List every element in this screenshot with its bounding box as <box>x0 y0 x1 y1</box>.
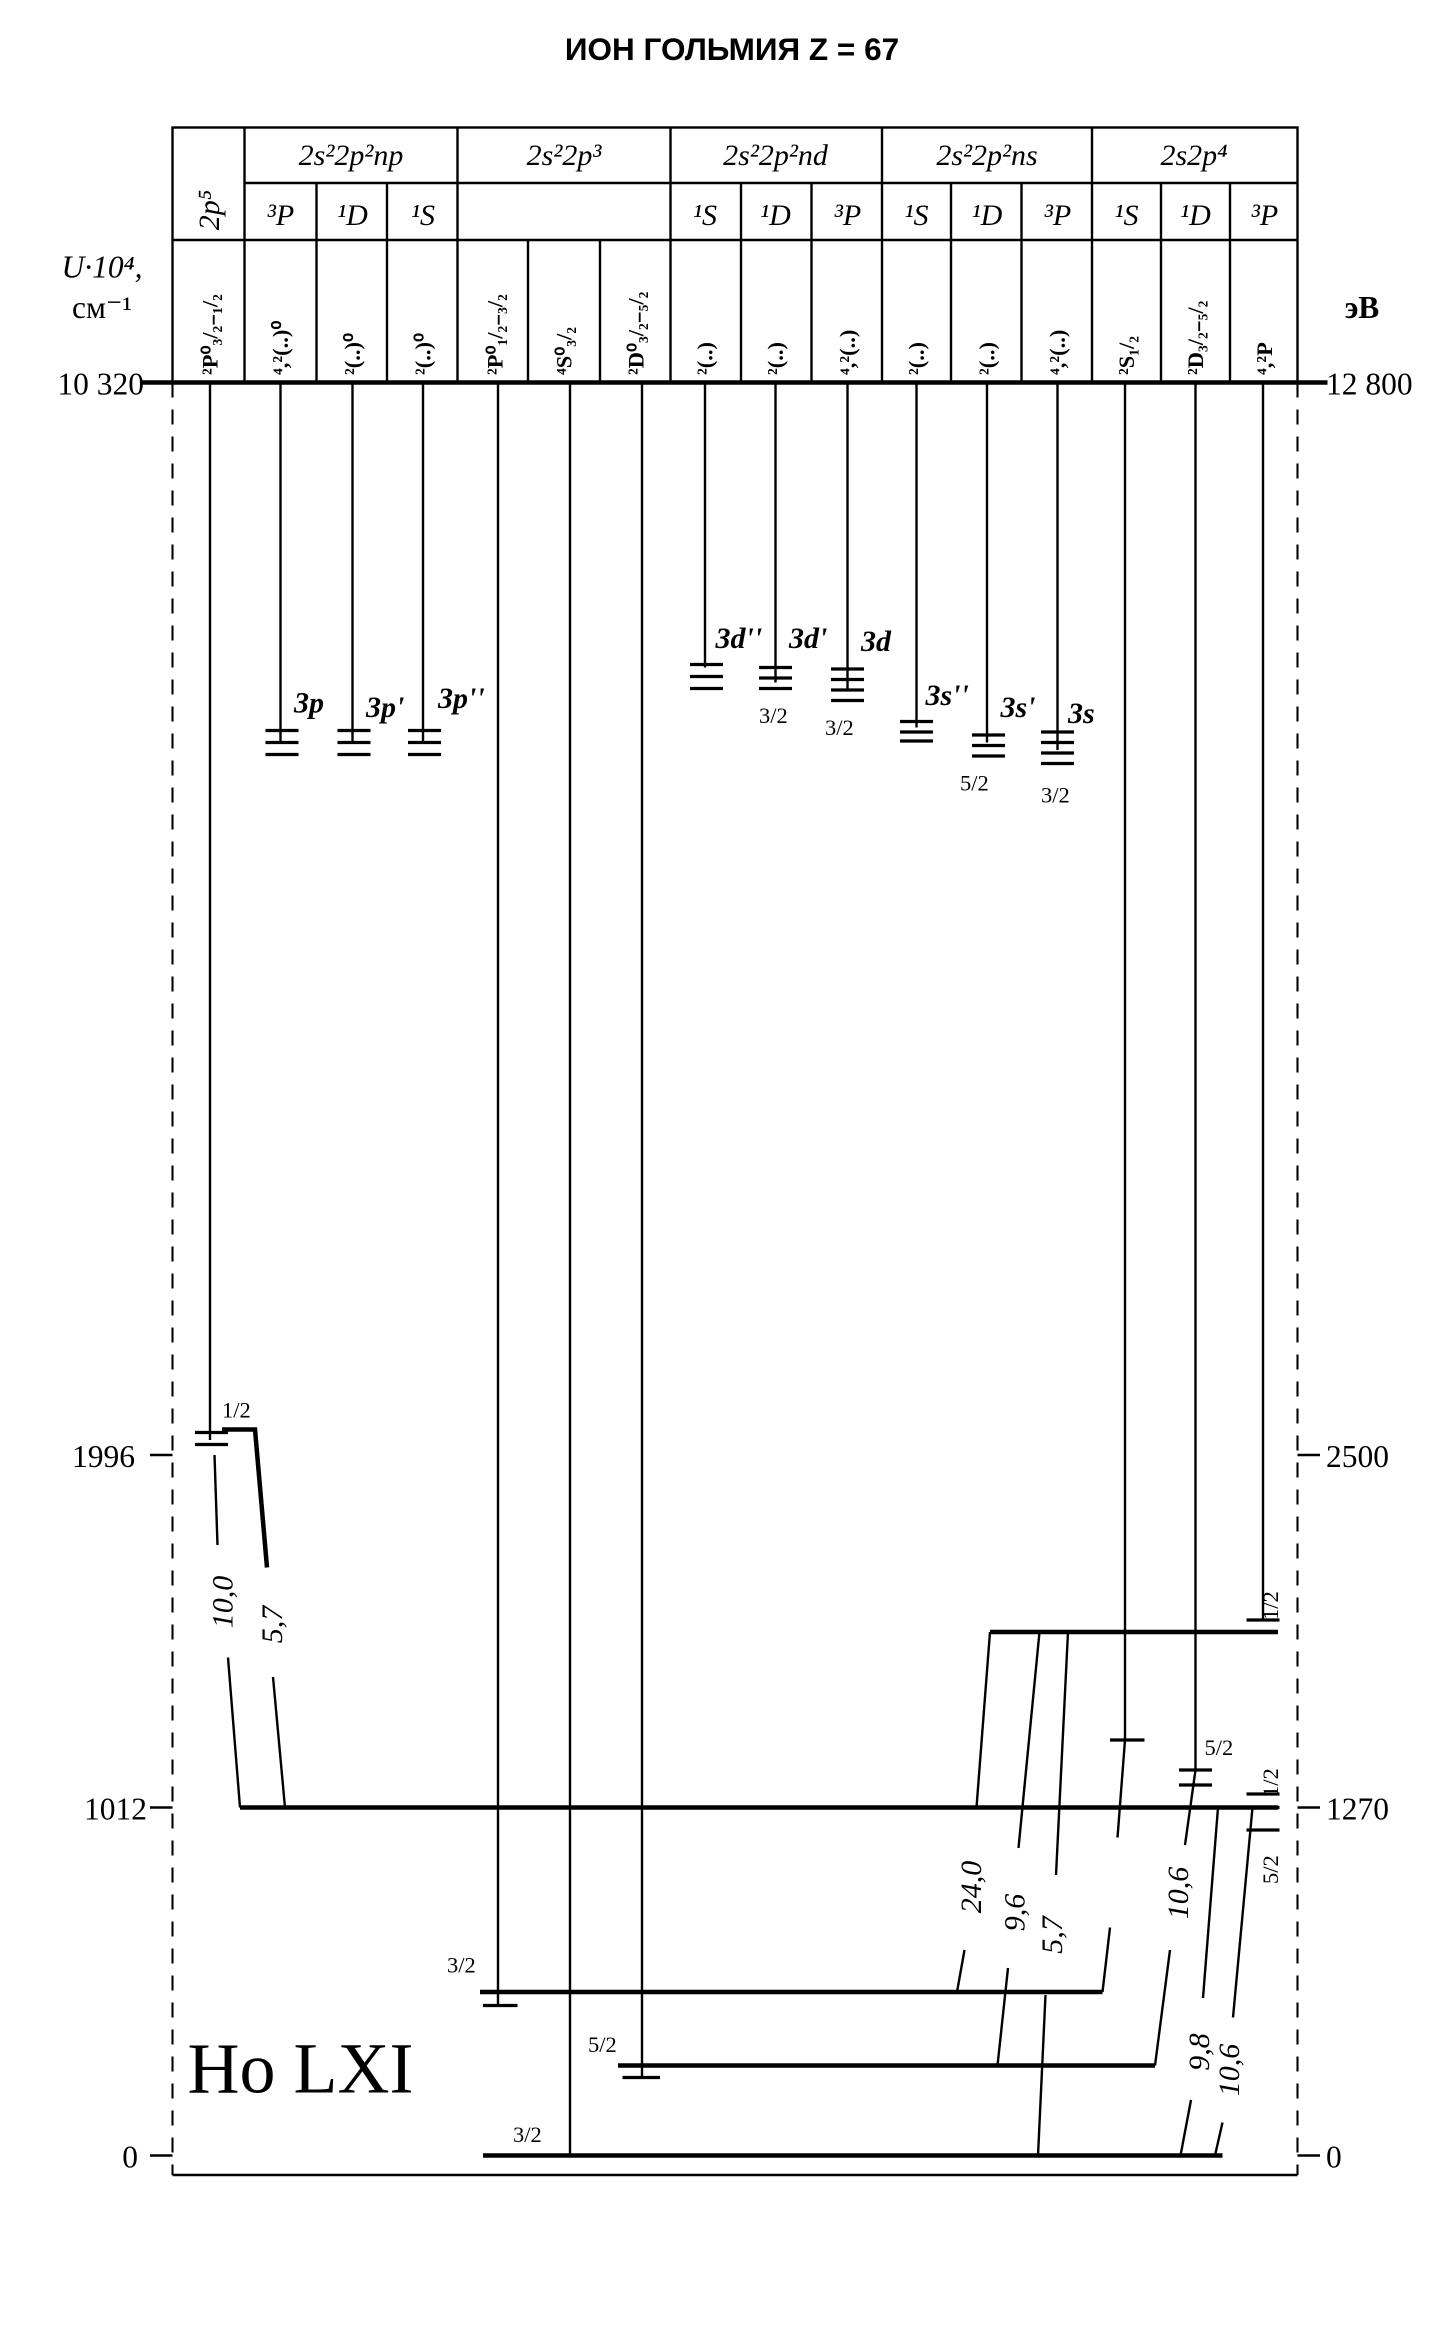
series-label: 3p <box>293 687 324 720</box>
j-label: 1/2 <box>1258 1591 1283 1620</box>
level-label: ²(..)⁰ <box>340 333 365 375</box>
config-nd: 2s²2p²nd <box>723 139 829 172</box>
level-label: ⁴,²(..) <box>1045 330 1070 375</box>
header-table: 2p⁵ 2s²2p²np 2s²2p³ 2s²2p²nd 2s²2p²ns 2s… <box>171 126 1299 384</box>
j-label: 5/2 <box>588 2032 617 2057</box>
j-label: 1/2 <box>1258 1768 1283 1797</box>
ion-label: Ho LXI <box>188 2029 414 2109</box>
right-tick: 0 <box>1326 2140 1342 2175</box>
config-ns: 2s²2p²ns <box>936 139 1037 172</box>
right-axis-label: эВ <box>1345 290 1380 325</box>
level-label: ²P⁰₁/₂₋₃/₂ <box>483 294 508 375</box>
term: ¹D <box>1180 199 1211 232</box>
config-2p3: 2s²2p³ <box>527 139 603 172</box>
series-label: 3p' <box>365 691 404 724</box>
j-label: 3/2 <box>759 703 788 728</box>
config-2s2p4: 2s2p⁴ <box>1160 139 1227 172</box>
level-label: ²(..)⁰ <box>411 333 436 375</box>
transition-label: 10,0 <box>207 1576 240 1629</box>
j-label: 3/2 <box>825 715 854 740</box>
level-label: ²D⁰₃/₂₋₅/₂ <box>624 291 649 375</box>
level-label: ⁴,²(..)⁰ <box>268 321 293 375</box>
transition-label: 10,6 <box>1213 2044 1246 2097</box>
config-np: 2s²2p²np <box>299 139 404 172</box>
left-tick: 10 320 <box>57 367 144 402</box>
level-columns <box>208 382 1265 2156</box>
term: ³P <box>1044 199 1071 232</box>
j-label: 3/2 <box>1041 783 1070 808</box>
term: ¹S <box>411 199 435 232</box>
j-label: 5/2 <box>1258 1855 1283 1884</box>
axes: U·10⁴, см⁻¹ эВ 10 320 1996 1012 0 12 800… <box>57 250 1413 2177</box>
series-label: 3p'' <box>437 682 485 715</box>
level-label: ²(..) <box>763 342 788 375</box>
level-label: ⁴S⁰₃/₂ <box>552 327 577 375</box>
level-label: ²P⁰₃/₂₋₁/₂ <box>198 294 223 375</box>
transition-label: 10,6 <box>1162 1867 1195 1920</box>
term: ¹D <box>337 199 368 232</box>
j-label: 3/2 <box>447 1953 476 1978</box>
right-tick: 2500 <box>1326 1439 1389 1474</box>
transition-label: 24,0 <box>955 1861 988 1914</box>
series-label: 3s <box>1067 697 1095 730</box>
term: ¹D <box>760 199 791 232</box>
term: ¹S <box>905 199 929 232</box>
right-tick: 1270 <box>1326 1792 1389 1827</box>
series-label: 3d' <box>788 622 827 655</box>
config-2p5: 2p⁵ <box>193 190 226 230</box>
left-tick: 1996 <box>72 1439 135 1474</box>
transition-label: 5,7 <box>256 1604 289 1644</box>
j-label: 5/2 <box>1205 1735 1234 1760</box>
level-label: ⁴,²P <box>1252 342 1277 375</box>
left-tick: 0 <box>122 2140 138 2175</box>
series-label: 3s'' <box>925 679 969 712</box>
right-tick: 12 800 <box>1326 367 1413 402</box>
transition-label: 5,7 <box>1036 1914 1069 1954</box>
level-label: ²(..) <box>904 342 929 375</box>
term: ¹S <box>693 199 717 232</box>
series-label: 3s' <box>1000 691 1036 724</box>
series-label: 3d <box>860 625 892 658</box>
term: ³P <box>1251 199 1278 232</box>
j-label: 3/2 <box>513 2122 542 2147</box>
level-label: ²(..) <box>693 342 718 375</box>
left-axis-label: U·10⁴, <box>62 250 143 285</box>
level-label: ²D₃/₂₋₅/₂ <box>1183 300 1208 375</box>
energy-levels <box>195 1427 1280 2158</box>
term: ³P <box>267 199 294 232</box>
term: ¹S <box>1115 199 1139 232</box>
j-label: 1/2 <box>222 1398 251 1423</box>
diagram-title: ИОН ГОЛЬМИЯ Z = 67 <box>565 31 899 67</box>
term: ¹D <box>972 199 1003 232</box>
left-axis-unit: см⁻¹ <box>72 290 132 325</box>
upper-level-ticks <box>265 662 1074 766</box>
level-label: ²(..) <box>975 342 1000 375</box>
series-label: 3d'' <box>715 622 763 655</box>
transition-label: 9,6 <box>999 1894 1032 1932</box>
term: ³P <box>834 199 861 232</box>
level-label: ⁴,²(..) <box>835 330 860 375</box>
transition-label: 9,8 <box>1183 2033 1216 2071</box>
j-label: 5/2 <box>960 771 989 796</box>
left-tick: 1012 <box>84 1792 147 1827</box>
level-label: ²S₁/₂ <box>1114 336 1139 375</box>
